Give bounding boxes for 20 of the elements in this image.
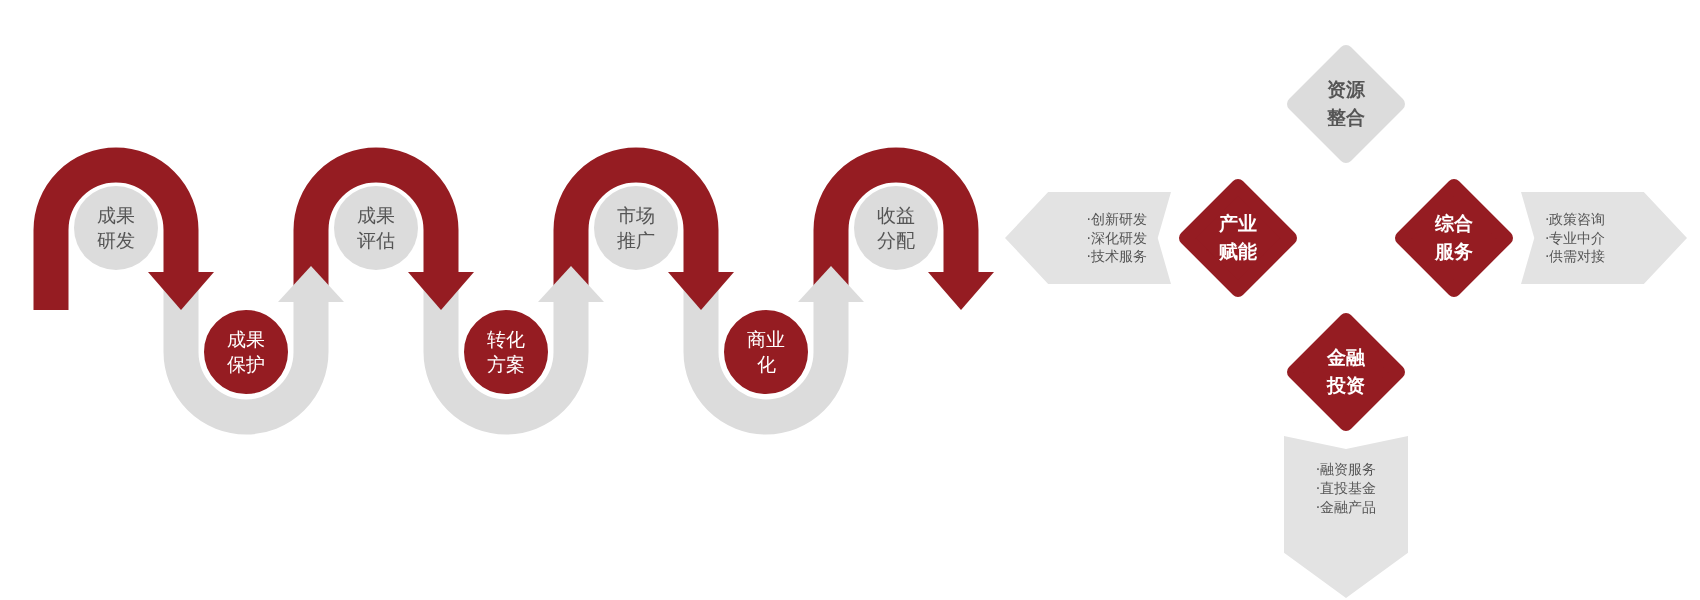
diamond-label: 综合服务 <box>1435 211 1473 264</box>
bullet-text: ·金融产品 <box>1315 497 1377 517</box>
diamond-label: 资源整合 <box>1327 77 1365 130</box>
step-label: 成果评估 <box>357 203 395 253</box>
step-label: 转化方案 <box>487 327 525 377</box>
step-label: 市场推广 <box>617 203 655 253</box>
step-label: 收益分配 <box>877 203 915 253</box>
bullet-text: ·技术服务 <box>1086 247 1147 267</box>
bullet-text: ·政策咨询 <box>1545 209 1606 229</box>
diamond-label: 金融投资 <box>1327 345 1365 398</box>
bullet-text: ·直投基金 <box>1315 478 1377 498</box>
bullet-text: ·专业中介 <box>1545 228 1606 248</box>
bullet-text: ·深化研发 <box>1086 228 1147 248</box>
step-label: 商业化 <box>747 327 785 377</box>
step-label: 成果研发 <box>97 203 135 253</box>
diamond-label: 产业赋能 <box>1219 211 1257 264</box>
bullet-text: ·供需对接 <box>1545 247 1606 267</box>
bullet-text: ·创新研发 <box>1086 209 1147 229</box>
step-label: 成果保护 <box>227 327 265 377</box>
bullet-text: ·融资服务 <box>1315 460 1377 479</box>
